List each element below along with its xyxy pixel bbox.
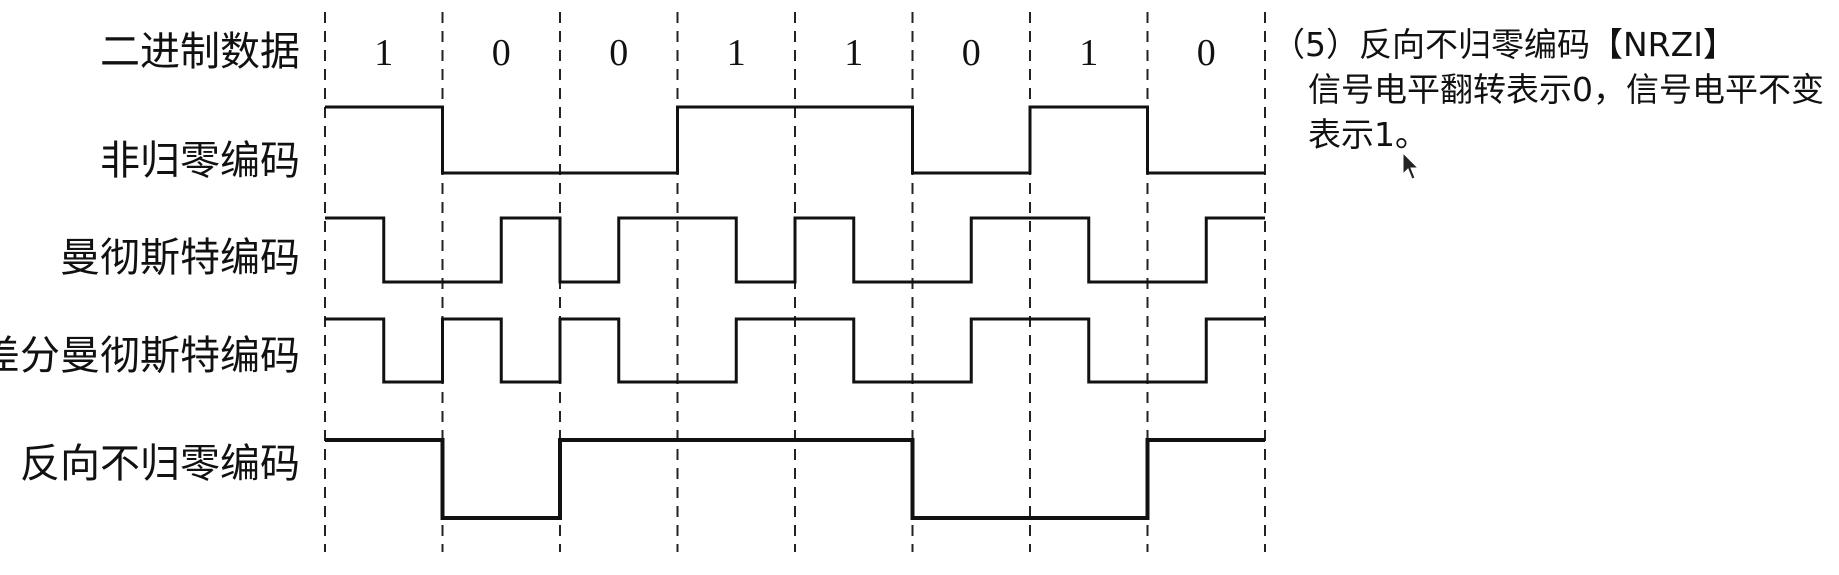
label-nrzi: 反向不归零编码: [20, 441, 300, 487]
bit-label: 1: [1079, 32, 1099, 74]
note-heading: （5）反向不归零编码【NRZI】: [1272, 25, 1736, 64]
nrz-waveform: [325, 105, 1265, 175]
bit-label: 0: [609, 32, 629, 74]
bit-label: 0: [1196, 32, 1216, 74]
manchester-waveform: [325, 216, 1265, 284]
bit-label: 1: [374, 32, 394, 74]
differential-manchester-waveform: [325, 317, 1265, 384]
nrzi-waveform: [325, 438, 1265, 520]
label-binary-data: 二进制数据: [100, 29, 300, 75]
nrzi-note: （5）反向不归零编码【NRZI】 信号电平翻转表示0，信号电平不变表示1。: [1272, 22, 1832, 157]
bit-label: 0: [961, 32, 981, 74]
label-manchester: 曼彻斯特编码: [60, 235, 300, 281]
bit-label: 1: [726, 32, 746, 74]
label-nrz: 非归零编码: [100, 138, 300, 184]
note-body: 信号电平翻转表示0，信号电平不变表示1。: [1308, 70, 1824, 154]
bit-label: 0: [491, 32, 511, 74]
mouse-pointer-icon: [1402, 152, 1420, 180]
bit-label: 1: [844, 32, 864, 74]
label-differential-manchester: 差分曼彻斯特编码: [0, 333, 300, 379]
